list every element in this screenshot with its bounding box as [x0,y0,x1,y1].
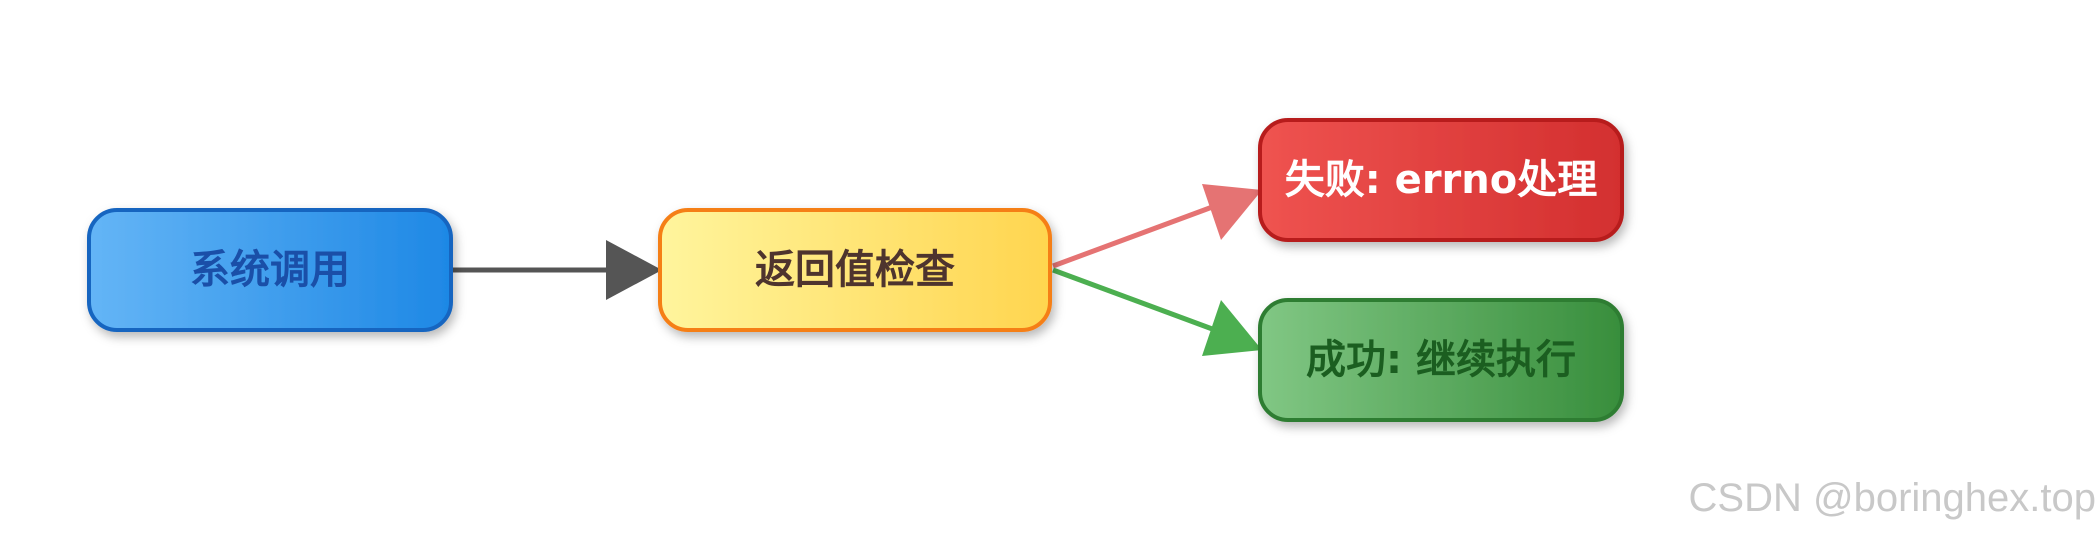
node-success: 成功: 继续执行 [1258,298,1624,422]
edge-check-to-fail [1052,184,1262,269]
node-return-check-label: 返回值检查 [755,247,955,293]
node-failure-label: 失败: errno处理 [1285,157,1597,203]
node-syscall-label: 系统调用 [190,247,350,293]
edge-syscall-to-check [452,240,662,300]
watermark: CSDN @boringhex.top [1688,476,2096,520]
edge-check-to-success [1052,267,1262,356]
node-success-label: 成功: 继续执行 [1306,337,1576,383]
node-return-check: 返回值检查 [658,208,1052,332]
node-syscall: 系统调用 [87,208,453,332]
node-failure: 失败: errno处理 [1258,118,1624,242]
